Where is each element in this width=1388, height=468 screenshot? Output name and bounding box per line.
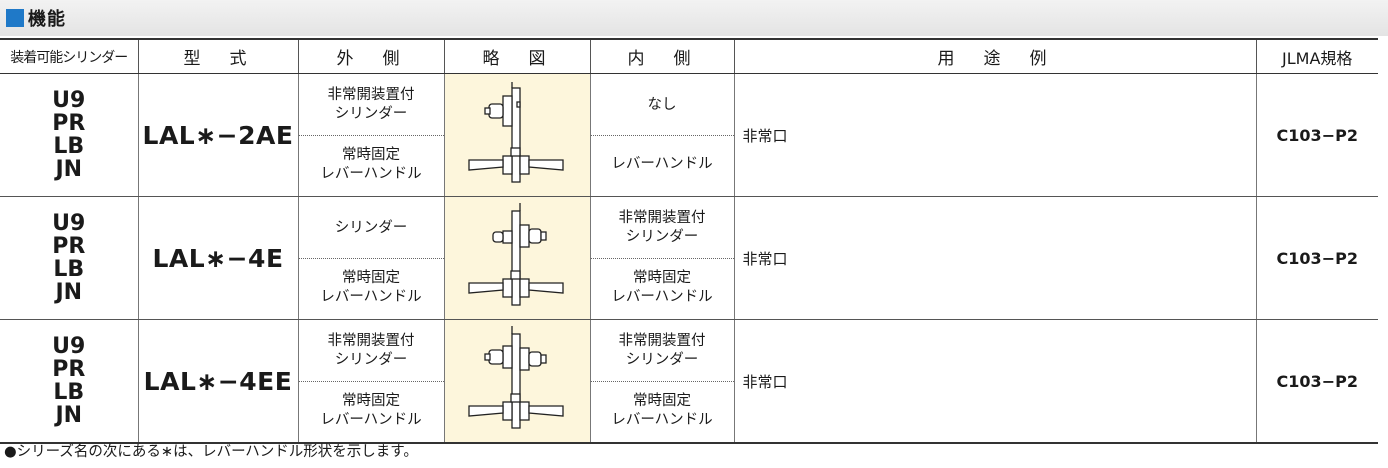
series-name: LB: [53, 134, 85, 159]
series-cell: U9 PR LB JN: [0, 196, 138, 320]
usage-cell: 非常口: [733, 319, 1256, 444]
usage-cell: 非常口: [733, 73, 1256, 197]
series-name: U9: [52, 211, 86, 236]
square-bullet-icon: [6, 9, 24, 27]
diagram-cell: [443, 319, 590, 444]
series-name: PR: [52, 234, 86, 259]
series-cell: U9 PR LB JN: [0, 319, 138, 444]
outside-top: 非常開装置付 シリンダー: [298, 76, 444, 136]
outside-cell: シリンダー 常時固定 レバーハンドル: [297, 196, 444, 320]
jlma-cell: C103−P2: [1255, 319, 1378, 444]
lock-diagram-icon: [467, 203, 564, 306]
inside-bottom: レバーハンドル: [611, 156, 713, 173]
header-jlma: JLMA規格: [1255, 38, 1378, 74]
table-row: U9 PR LB JN LAL∗−4EE 非常開装置付 シリンダー 常時固定 レ…: [0, 319, 1378, 444]
outside-bottom: 常時固定 レバーハンドル: [320, 269, 422, 305]
series-name: JN: [55, 157, 83, 182]
series-name: LB: [53, 257, 85, 282]
footnote: ●シリーズ名の次にある∗は、レバーハンドル形状を示します。: [4, 444, 418, 460]
function-table: 装着可能シリンダー 型 式 外 側 略 図 内 側 用 途 例 JLMA規格 U…: [0, 38, 1378, 444]
model-cell: LAL∗−4EE: [137, 319, 298, 444]
header-usage: 用 途 例: [733, 38, 1256, 74]
header-outside: 外 側: [297, 38, 444, 74]
inside-bottom: 常時固定 レバーハンドル: [611, 392, 713, 428]
usage-cell: 非常口: [733, 196, 1256, 320]
lock-diagram-icon: [467, 82, 564, 183]
inside-cell: なし レバーハンドル: [589, 73, 734, 197]
header-model: 型 式: [137, 38, 298, 74]
series-name: JN: [55, 280, 83, 305]
section-header: 機能: [0, 0, 1388, 36]
inside-top: なし: [590, 76, 734, 136]
inside-top: 非常開装置付 シリンダー: [590, 322, 734, 382]
outside-top: 非常開装置付 シリンダー: [298, 322, 444, 382]
outside-bottom: 常時固定 レバーハンドル: [320, 392, 422, 428]
model-cell: LAL∗−4E: [137, 196, 298, 320]
header-inside: 内 側: [589, 38, 734, 74]
jlma-cell: C103−P2: [1255, 196, 1378, 320]
jlma-cell: C103−P2: [1255, 73, 1378, 197]
diagram-cell: [443, 73, 590, 197]
inside-top: 非常開装置付 シリンダー: [590, 199, 734, 259]
inside-cell: 非常開装置付 シリンダー 常時固定 レバーハンドル: [589, 319, 734, 444]
table-row: U9 PR LB JN LAL∗−4E シリンダー 常時固定 レバーハンドル: [0, 196, 1378, 320]
table-header-row: 装着可能シリンダー 型 式 外 側 略 図 内 側 用 途 例 JLMA規格: [0, 38, 1378, 74]
series-cell: U9 PR LB JN: [0, 73, 138, 197]
section-title: 機能: [28, 9, 66, 30]
series-name: LB: [53, 380, 85, 405]
header-series: 装着可能シリンダー: [0, 38, 138, 74]
model-cell: LAL∗−2AE: [137, 73, 298, 197]
inside-bottom: 常時固定 レバーハンドル: [611, 269, 713, 305]
table-row: U9 PR LB JN LAL∗−2AE 非常開装置付 シリンダー 常時固定 レ…: [0, 73, 1378, 197]
inside-cell: 非常開装置付 シリンダー 常時固定 レバーハンドル: [589, 196, 734, 320]
outside-top: シリンダー: [298, 199, 444, 259]
lock-diagram-icon: [467, 326, 564, 429]
series-name: PR: [52, 111, 86, 136]
outside-cell: 非常開装置付 シリンダー 常時固定 レバーハンドル: [297, 319, 444, 444]
series-name: U9: [52, 334, 86, 359]
header-diagram: 略 図: [443, 38, 590, 74]
outside-bottom: 常時固定 レバーハンドル: [320, 146, 422, 182]
outside-cell: 非常開装置付 シリンダー 常時固定 レバーハンドル: [297, 73, 444, 197]
series-name: JN: [55, 403, 83, 428]
diagram-cell: [443, 196, 590, 320]
series-name: PR: [52, 357, 86, 382]
series-name: U9: [52, 88, 86, 113]
